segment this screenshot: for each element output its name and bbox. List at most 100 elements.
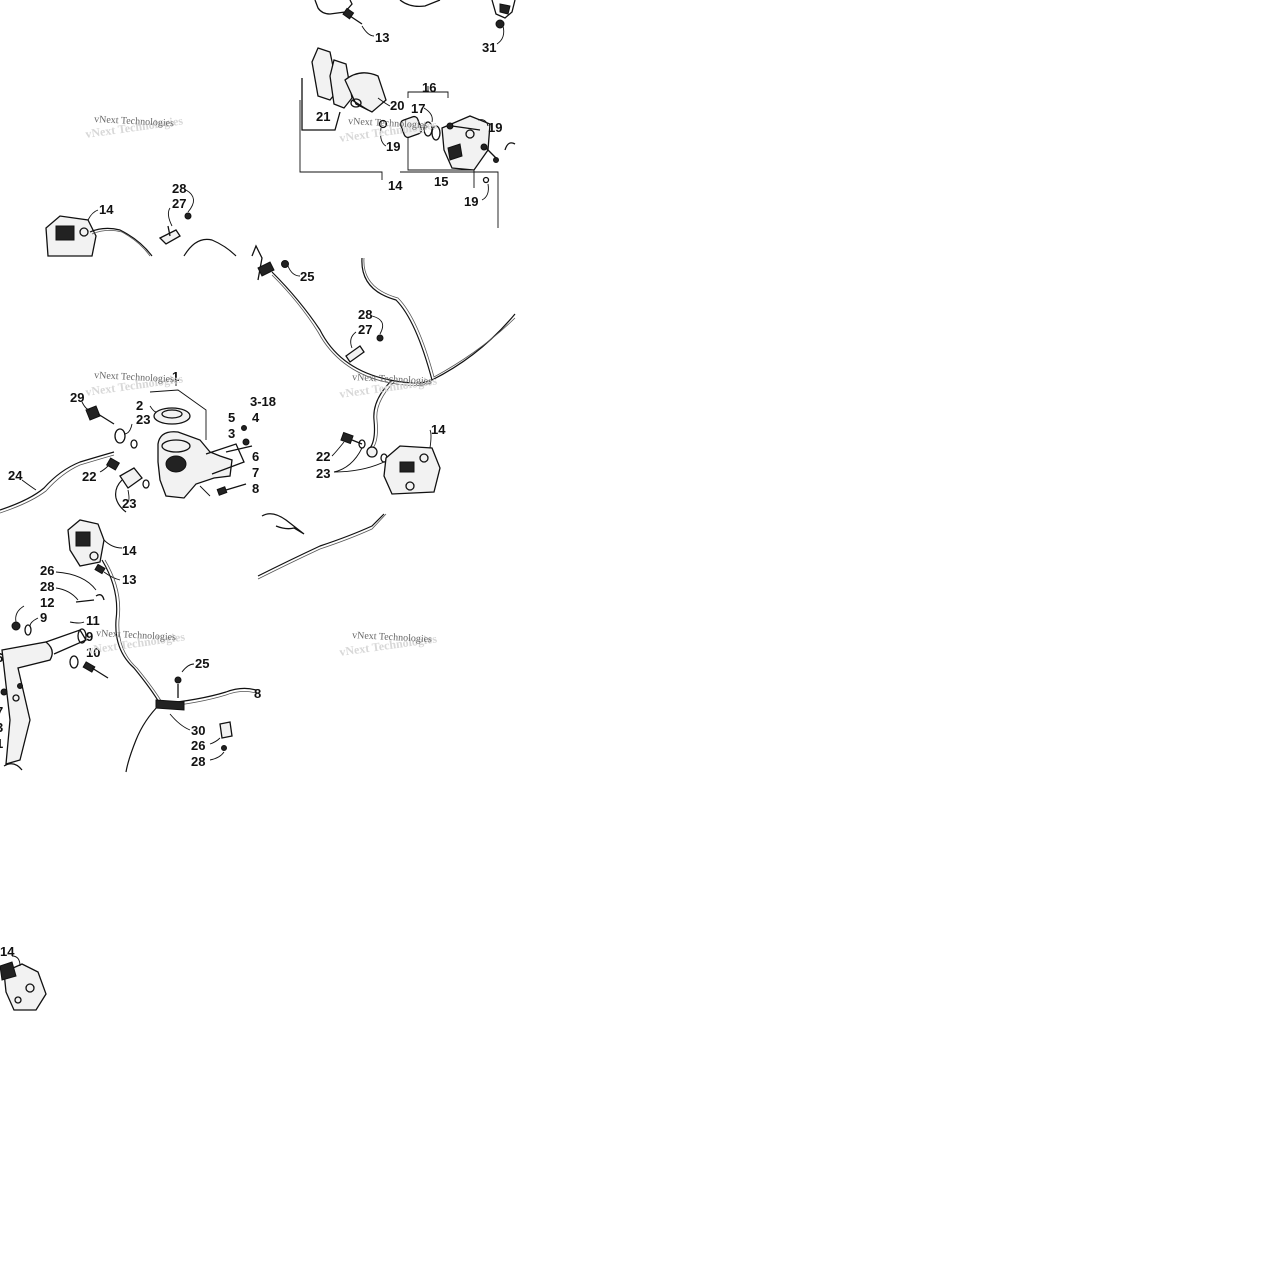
screw-28-bottom — [75, 599, 95, 603]
callout-17: 17 — [411, 101, 425, 116]
hose-bottom-b — [125, 703, 161, 773]
caliper-fragment — [491, 0, 516, 19]
leader-14-top-left — [87, 209, 99, 221]
caliper-14-mid-bolt-2 — [405, 481, 415, 491]
nut-5 — [241, 425, 247, 431]
leader-31 — [496, 25, 505, 45]
callout-28-mid: 28 — [358, 307, 372, 322]
callout-25-mid: 25 — [300, 269, 314, 284]
hose-24-inner — [0, 454, 115, 514]
bracket-14-left — [299, 100, 383, 180]
leader-20 — [377, 97, 391, 107]
callout-19-b: 19 — [488, 120, 502, 135]
banjo-fitting — [366, 446, 378, 458]
leader-26-b — [209, 737, 221, 745]
caliper-14-bottom-window — [75, 531, 91, 547]
watermark-5: vNext Technologies — [96, 628, 177, 643]
leader-2 — [149, 405, 157, 413]
callout-9-b: 9 — [86, 629, 93, 644]
caliper-port — [447, 143, 463, 161]
hose-mid-a — [271, 271, 433, 384]
callout-14-top-left: 14 — [99, 202, 114, 217]
panel-middle-left: 1 2 29 23 3-18 5 4 3 6 7 8 — [0, 369, 276, 514]
callout-8-bottom: 6 — [0, 650, 3, 665]
leader-17 — [423, 107, 433, 123]
callout-23-upper: 23 — [136, 412, 150, 427]
nut-7-bottom — [17, 683, 23, 689]
hose-mid-c-inner — [372, 381, 395, 449]
callout-9-a: 9 — [40, 610, 47, 625]
bolt-13-bottom — [94, 563, 106, 575]
panel-bottom-left: 14 13 26 28 12 9 11 9 10 6 7 3 — [0, 519, 261, 773]
screw-25 — [281, 260, 289, 268]
leader-12 — [15, 605, 25, 623]
hose-bottom-a-inner — [104, 559, 164, 705]
reservoir-cap-inner — [161, 409, 183, 419]
pushrod-housing — [205, 443, 245, 475]
leader-28-b — [209, 751, 225, 761]
callout-15: 15 — [434, 174, 448, 189]
washer-23-lower — [142, 479, 150, 489]
hose-top-left-a-inner — [91, 230, 151, 257]
callout-19-a: 19 — [386, 139, 400, 154]
callout-6: 6 — [252, 449, 259, 464]
callout-12: 12 — [40, 595, 54, 610]
callout-30: 30 — [191, 723, 205, 738]
callout-7-bottom: 3 — [0, 720, 3, 735]
leader-29 — [81, 401, 91, 411]
brake-switch-wire — [97, 413, 115, 425]
callout-26-b: 26 — [191, 738, 205, 753]
washer-9-b — [69, 655, 79, 669]
leader-23-upper — [123, 423, 133, 435]
bracket-15 — [407, 138, 475, 188]
pedal-foot — [3, 763, 23, 771]
callout-16: 16 — [422, 80, 436, 95]
callout-6-bottom: 7 — [0, 704, 3, 719]
panel-bottom-fragment: 14 — [0, 944, 47, 1011]
clip-26-bottom — [95, 594, 105, 601]
hose-fitting-25 — [257, 261, 275, 277]
washer-9-a — [24, 624, 32, 636]
leader-28 — [185, 189, 194, 213]
leader-outlet — [199, 485, 211, 497]
nut-3 — [242, 438, 250, 446]
caliper-14-mid-window — [399, 461, 415, 473]
nut-31 — [495, 19, 505, 29]
leader-27 — [167, 207, 173, 227]
reservoir-body — [165, 455, 187, 473]
caliper-14-fragment-bolt-2 — [14, 996, 22, 1004]
screw-25-bottom — [174, 676, 182, 684]
bracket-pin-shaft — [351, 99, 369, 111]
callout-14-mid: 14 — [431, 422, 446, 437]
bolt-13-top — [342, 7, 363, 25]
banjo-bolt-22-shaft — [351, 439, 363, 445]
hose-bottom-a — [101, 559, 161, 705]
callout-27-mid: 27 — [358, 322, 372, 337]
callout-5: 5 — [228, 410, 235, 425]
callout-26: 26 — [40, 563, 54, 578]
caliper-window — [55, 225, 75, 241]
leader-30 — [169, 713, 191, 731]
callout-21: 21 — [316, 109, 330, 124]
brake-pedal — [1, 641, 53, 765]
callout-1-bottom: 8 — [254, 686, 261, 701]
watermark-4: vNext Technologies — [94, 370, 175, 385]
caliper-bore — [465, 129, 475, 139]
hose-mid-b — [361, 257, 516, 381]
brake-switch-29 — [85, 405, 101, 421]
leader-13-bottom — [103, 571, 121, 581]
callout-29: 29 — [70, 390, 84, 405]
callout-2: 2 — [136, 398, 143, 413]
nut-12 — [11, 621, 21, 631]
seal-b — [431, 125, 441, 141]
washer-23-upper — [114, 428, 126, 444]
banjo-bolt-22-mid — [340, 431, 354, 445]
boot-19-a — [378, 119, 388, 129]
hose-mid-b-inner — [363, 257, 516, 378]
leader-27-mid — [350, 331, 357, 349]
hose-mid-c — [369, 379, 393, 449]
leader-14-fragment — [11, 955, 21, 967]
callout-11: 11 — [86, 613, 100, 628]
